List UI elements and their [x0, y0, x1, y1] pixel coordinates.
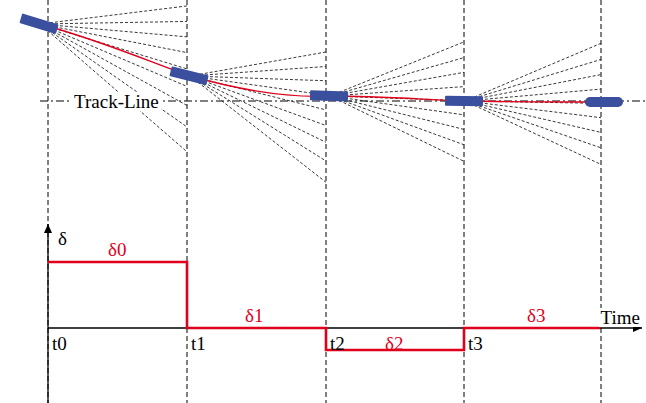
fan-line	[40, 24, 187, 127]
fan-line	[190, 76, 326, 161]
ship-trajectory	[40, 24, 612, 102]
fan-line	[465, 75, 601, 101]
fan-line	[465, 101, 601, 148]
fan-line	[190, 76, 326, 81]
track-line-label: Track-Line	[72, 92, 161, 111]
delta-axis	[47, 224, 48, 403]
fan-line	[465, 101, 601, 132]
time-label: t2	[330, 334, 345, 353]
rudder-step-signal	[48, 262, 600, 350]
fan-line	[40, 21, 187, 24]
fan-line	[190, 76, 326, 142]
prediction-fans	[40, 6, 601, 182]
ship-hull	[585, 97, 623, 107]
fan-line	[40, 6, 187, 24]
ship-hull	[169, 66, 208, 85]
axis-label: δ	[58, 229, 67, 248]
fan-line	[40, 24, 187, 152]
ship-hull	[445, 96, 483, 107]
axis-label: Time	[599, 308, 642, 327]
fan-line	[330, 96, 464, 129]
fan-line	[190, 66, 326, 76]
time-gridlines	[48, 0, 601, 403]
time-label: t1	[191, 334, 206, 353]
ship-hull	[310, 90, 348, 101]
fan-line	[465, 101, 601, 118]
fan-line	[330, 96, 464, 145]
signal-label: δ0	[108, 240, 126, 259]
signal-label: δ2	[385, 334, 403, 353]
fan-line	[465, 43, 601, 101]
ship-hull	[19, 13, 58, 34]
fan-line	[465, 59, 601, 101]
signal-label: δ1	[245, 306, 263, 325]
time-label: t3	[468, 334, 483, 353]
fan-line	[465, 101, 601, 164]
fan-line	[330, 96, 464, 161]
fan-line	[330, 87, 464, 96]
time-label: t0	[52, 334, 67, 353]
signal-label: δ3	[527, 306, 545, 325]
fan-line	[330, 42, 464, 96]
fan-line	[330, 72, 464, 96]
fan-line	[190, 52, 326, 76]
fan-line	[465, 89, 601, 101]
fan-line	[330, 58, 464, 96]
fan-line	[190, 76, 326, 125]
fan-line	[40, 24, 187, 86]
